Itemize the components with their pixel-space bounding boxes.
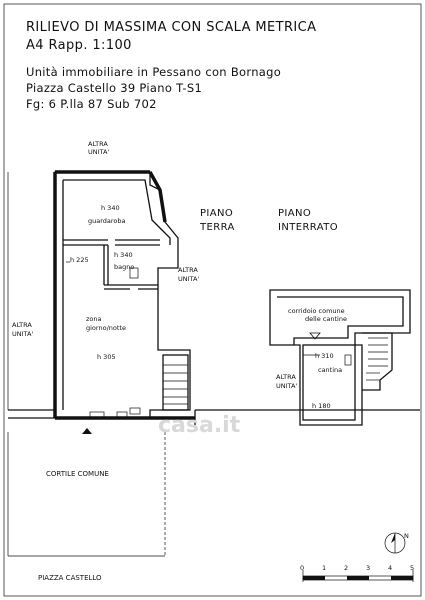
corridor-height: h 225 bbox=[70, 256, 89, 264]
scale-tick-1: 1 bbox=[322, 564, 326, 572]
cortile-label: CORTILE COMUNE bbox=[46, 470, 109, 478]
bagno-height: h 340 bbox=[114, 251, 133, 259]
north-arrow-icon: N bbox=[384, 532, 409, 554]
north-label: N bbox=[404, 532, 409, 540]
piano-terra-title: PIANO bbox=[200, 208, 233, 219]
piano-terra-plan bbox=[7, 170, 420, 434]
altra-unita-interrato: ALTRA bbox=[276, 373, 296, 381]
cantina-height: h 310 bbox=[315, 352, 334, 360]
zona-label: zona bbox=[86, 315, 102, 323]
zona-height: h 305 bbox=[97, 353, 116, 361]
cantina-label: cantina bbox=[318, 366, 342, 374]
svg-text:UNITA': UNITA' bbox=[276, 382, 297, 390]
svg-text:delle cantine: delle cantine bbox=[305, 315, 347, 323]
scale-tick-3: 3 bbox=[366, 564, 370, 572]
svg-text:INTERRATO: INTERRATO bbox=[278, 222, 338, 233]
address-line-2: Piazza Castello 39 Piano T-S1 bbox=[26, 81, 203, 95]
address-line-1: Unità immobiliare in Pessano con Bornago bbox=[26, 65, 282, 79]
guardaroba-label: guardaroba bbox=[88, 217, 126, 225]
guardaroba-height: h 340 bbox=[101, 204, 120, 212]
scale-tick-5: 5 bbox=[410, 564, 414, 572]
address-line-3: Fg: 6 P.lla 87 Sub 702 bbox=[26, 97, 157, 111]
watermark: casa.it bbox=[158, 413, 241, 438]
page-border bbox=[3, 3, 422, 597]
altra-unita-left: ALTRA bbox=[12, 321, 32, 329]
scale-bar bbox=[302, 570, 414, 582]
altra-unita-top: ALTRA bbox=[88, 140, 108, 148]
stair-arrow-icon bbox=[309, 332, 321, 340]
svg-text:UNITA': UNITA' bbox=[12, 330, 33, 338]
entrance-arrow-icon bbox=[82, 428, 92, 434]
piazza-label: PIAZZA CASTELLO bbox=[38, 574, 102, 582]
altra-unita-right: ALTRA bbox=[178, 266, 198, 274]
title-line-2: A4 Rapp. 1:100 bbox=[26, 38, 132, 53]
cantina-low-height: h 180 bbox=[312, 402, 331, 410]
svg-text:giorno/notte: giorno/notte bbox=[86, 324, 126, 332]
svg-text:UNITA': UNITA' bbox=[178, 275, 199, 283]
scale-tick-2: 2 bbox=[344, 564, 348, 572]
piano-interrato-plan bbox=[269, 289, 411, 426]
title-line-1: RILIEVO DI MASSIMA CON SCALA METRICA bbox=[26, 20, 317, 35]
corridoio-label: corridoio comune bbox=[288, 307, 345, 315]
svg-text:TERRA: TERRA bbox=[199, 222, 235, 233]
svg-text:UNITA': UNITA' bbox=[88, 148, 109, 156]
scale-tick-4: 4 bbox=[388, 564, 392, 572]
scale-tick-0: 0 bbox=[300, 564, 304, 572]
bagno-label: bagno bbox=[114, 263, 134, 271]
piano-interrato-title: PIANO bbox=[278, 208, 311, 219]
